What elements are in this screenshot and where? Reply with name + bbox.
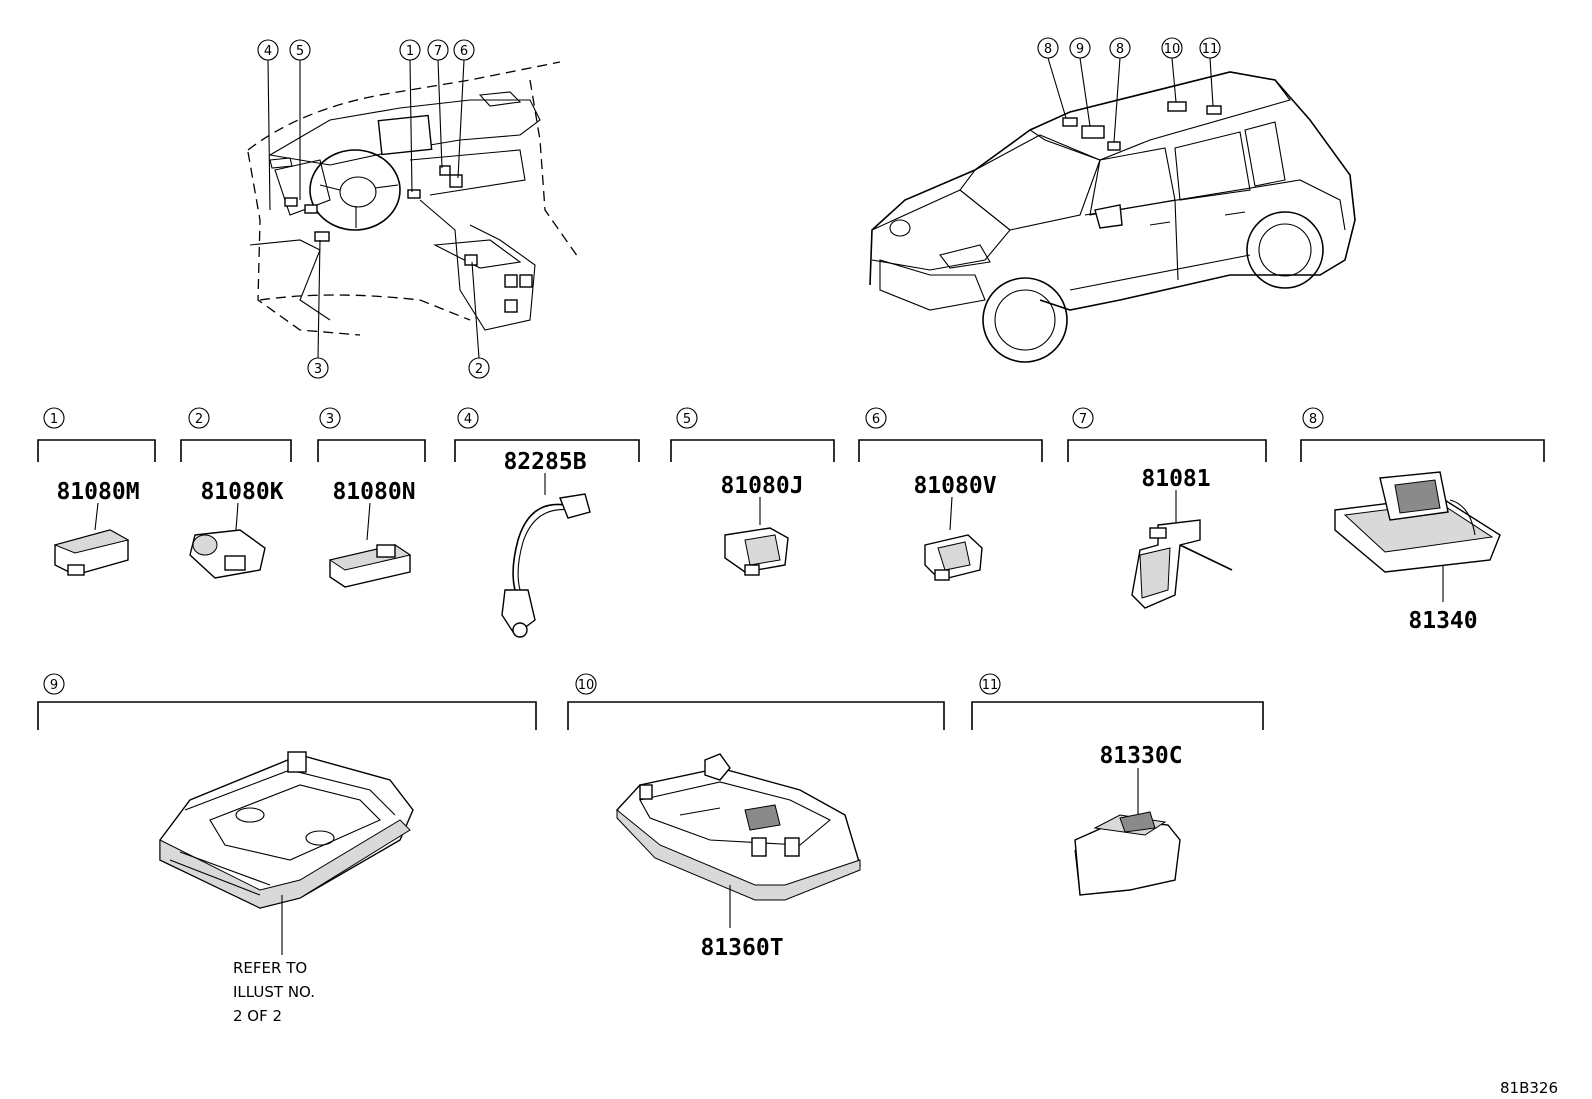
svg-text:3: 3 bbox=[314, 362, 322, 377]
group-2: 2 81080K bbox=[180, 407, 292, 579]
part-number-81080M: 81080M bbox=[56, 479, 139, 505]
svg-text:7: 7 bbox=[434, 44, 442, 59]
vehicle-overview bbox=[869, 57, 1356, 363]
callout-4-top: 4 bbox=[257, 39, 279, 61]
illustration-code: 81B326 bbox=[1500, 1079, 1558, 1097]
group-1-callout: 1 bbox=[50, 412, 58, 427]
svg-text:5: 5 bbox=[296, 44, 304, 59]
part-overhead-console-icon bbox=[159, 751, 414, 909]
callout-6-top: 6 bbox=[453, 39, 475, 61]
part-number-81330C: 81330C bbox=[1099, 743, 1182, 769]
group-4: 4 82285B bbox=[454, 407, 640, 638]
group-7: 7 81081 bbox=[1067, 407, 1267, 609]
part-number-81080J: 81080J bbox=[720, 473, 803, 499]
part-number-82285B: 82285B bbox=[503, 449, 586, 475]
svg-text:11: 11 bbox=[1202, 42, 1219, 57]
part-81080j-icon bbox=[724, 527, 789, 576]
svg-text:6: 6 bbox=[460, 44, 468, 59]
part-number-81080V: 81080V bbox=[913, 473, 996, 499]
callout-11-vehicle: 11 bbox=[1199, 37, 1221, 59]
group-4-callout: 4 bbox=[464, 412, 472, 427]
svg-text:9: 9 bbox=[1076, 42, 1084, 57]
interior-overview bbox=[247, 59, 581, 359]
part-81340-icon bbox=[1334, 471, 1501, 573]
part-81080n-icon bbox=[328, 544, 412, 588]
vehicle-callouts: 8 9 8 10 11 bbox=[1037, 37, 1221, 59]
group-5: 5 81080J bbox=[670, 407, 835, 576]
note-line-1: REFER TO bbox=[233, 959, 307, 977]
part-number-81080K: 81080K bbox=[200, 479, 283, 505]
group-5-callout: 5 bbox=[683, 412, 691, 427]
part-81081-icon bbox=[1131, 519, 1233, 609]
callout-10-vehicle: 10 bbox=[1161, 37, 1183, 59]
note-line-3: 2 OF 2 bbox=[233, 1007, 282, 1025]
group-9-callout: 9 bbox=[50, 678, 58, 693]
group-2-callout: 2 bbox=[195, 412, 203, 427]
group-1: 1 81080M bbox=[37, 407, 156, 576]
group-3-callout: 3 bbox=[326, 412, 334, 427]
group-11-callout: 11 bbox=[982, 678, 999, 693]
group-6: 6 81080V bbox=[858, 407, 1043, 581]
svg-text:10: 10 bbox=[1164, 42, 1181, 57]
part-number-81081: 81081 bbox=[1141, 466, 1210, 492]
callout-7-top: 7 bbox=[427, 39, 449, 61]
part-81080m-icon bbox=[53, 529, 130, 576]
callout-8-vehicle-b: 8 bbox=[1109, 37, 1131, 59]
group-9: 9 REFER TO ILLUST NO. 2 OF 2 bbox=[37, 673, 537, 1025]
callout-8-vehicle-a: 8 bbox=[1037, 37, 1059, 59]
group-8: 8 81340 bbox=[1300, 407, 1545, 634]
callout-2-bottom: 2 bbox=[468, 357, 490, 379]
interior-callouts: 4 5 1 7 6 3 2 bbox=[257, 39, 490, 379]
svg-text:8: 8 bbox=[1044, 42, 1052, 57]
group-10-callout: 10 bbox=[578, 678, 595, 693]
part-number-81080N: 81080N bbox=[332, 479, 415, 505]
group-3: 3 81080N bbox=[317, 407, 426, 588]
part-number-81360T: 81360T bbox=[700, 935, 783, 961]
svg-text:2: 2 bbox=[475, 362, 483, 377]
callout-1-top: 1 bbox=[399, 39, 421, 61]
group-11: 11 81330C bbox=[971, 673, 1264, 896]
part-81080k-icon bbox=[189, 529, 266, 579]
group-10: 10 81360T bbox=[567, 673, 945, 961]
svg-text:1: 1 bbox=[406, 44, 414, 59]
group-7-callout: 7 bbox=[1079, 412, 1087, 427]
svg-text:4: 4 bbox=[264, 44, 272, 59]
callout-5-top: 5 bbox=[289, 39, 311, 61]
part-number-81340: 81340 bbox=[1408, 608, 1477, 634]
callout-3-bottom: 3 bbox=[307, 357, 329, 379]
part-81080v-icon bbox=[924, 534, 983, 581]
part-81360t-icon bbox=[616, 753, 861, 901]
callout-9-vehicle: 9 bbox=[1069, 37, 1091, 59]
part-81330c-icon bbox=[1074, 811, 1181, 896]
group-6-callout: 6 bbox=[872, 412, 880, 427]
group-8-callout: 8 bbox=[1309, 412, 1317, 427]
part-82285b-icon bbox=[501, 493, 591, 638]
svg-text:8: 8 bbox=[1116, 42, 1124, 57]
note-line-2: ILLUST NO. bbox=[233, 983, 315, 1001]
